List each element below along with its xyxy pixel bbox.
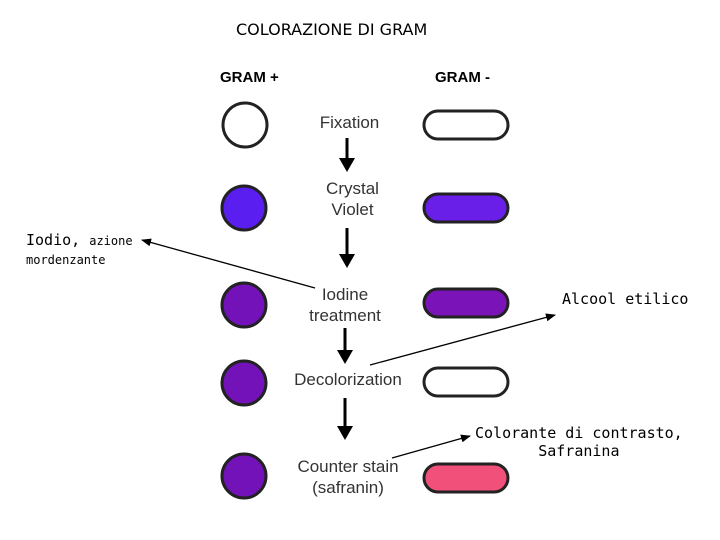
step-label-line: Decolorization <box>294 370 402 389</box>
step-label-line: Violet <box>331 200 374 219</box>
step-label-line: Counter stain <box>297 457 399 476</box>
gram-positive-cell-counterstain <box>220 452 268 500</box>
colorante-note-line2: Safranina <box>538 442 620 460</box>
step-arrow-4 <box>337 398 353 440</box>
diagram-title: COLORAZIONE DI GRAM <box>236 20 428 39</box>
step-label-line: (safranin) <box>312 478 384 497</box>
gram-negative-cell-iodine <box>422 287 510 319</box>
step-label-counterstain: Counter stain (safranin) <box>283 456 413 498</box>
alcool-note: Alcool etilico <box>562 290 689 308</box>
gram-negative-cell-crystal-violet <box>422 192 510 224</box>
iodio-annotation-arrow <box>141 238 316 289</box>
gram-positive-cell-crystal-violet <box>220 184 268 232</box>
gram-positive-cell-fixation <box>221 101 269 149</box>
step-label-crystal-violet: Crystal Violet <box>300 178 405 220</box>
step-label-line: Crystal <box>326 179 379 198</box>
gram-positive-cell-iodine <box>220 281 268 329</box>
step-label-line: Iodine <box>321 285 369 304</box>
colorante-annotation-arrow <box>391 434 471 459</box>
alcool-annotation-arrow <box>369 313 556 366</box>
step-label-line: Fixation <box>319 113 380 132</box>
colorante-note-line1: Colorante di contrasto, <box>475 424 683 442</box>
gram-negative-cell-fixation <box>422 109 510 141</box>
gram-positive-cell-decolorization <box>220 359 268 407</box>
gram-negative-header: GRAM - <box>435 69 490 86</box>
step-label-fixation: Fixation <box>297 112 402 133</box>
iodio-note-word: Iodio, <box>26 231 81 249</box>
step-label-iodine: Iodine treatment <box>290 284 400 326</box>
gram-negative-cell-counterstain <box>422 462 510 494</box>
step-label-decolorization: Decolorization <box>283 369 413 390</box>
colorante-note: Colorante di contrasto, Safranina <box>475 424 683 460</box>
iodio-note-azione: azione <box>89 234 133 248</box>
iodio-note-mordenzante: mordenzante <box>26 253 106 267</box>
step-arrow-1 <box>339 138 355 172</box>
step-arrow-3 <box>337 328 353 364</box>
gram-negative-cell-decolorization <box>422 366 510 398</box>
step-label-line: treatment <box>309 306 381 325</box>
step-arrow-2 <box>339 228 355 268</box>
gram-positive-header: GRAM + <box>220 69 279 86</box>
iodio-note: Iodio, azione mordenzante <box>26 231 133 269</box>
